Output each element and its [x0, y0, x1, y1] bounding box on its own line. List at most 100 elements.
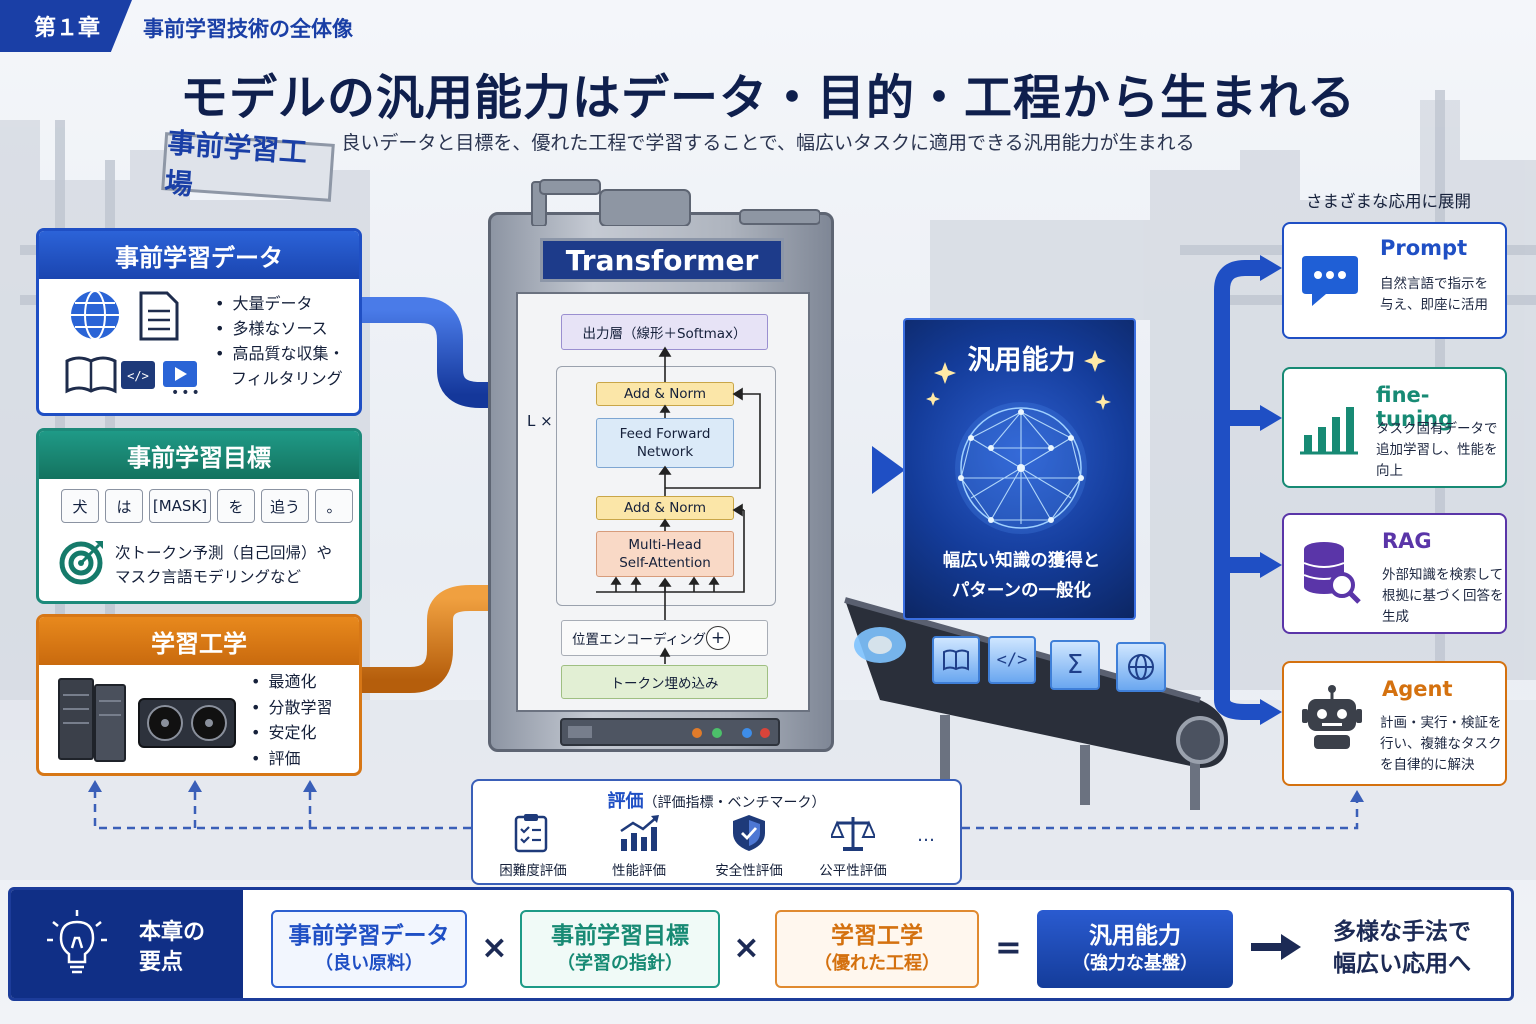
panel-engineering-title: 学習工学 — [39, 617, 359, 665]
status-light-orange — [692, 728, 702, 738]
token: は — [105, 489, 143, 523]
app-desc-line: を自律的に解決 — [1380, 757, 1475, 773]
app-desc-line: 行い、複雑なタスク — [1380, 736, 1502, 752]
evaluation-more: … — [917, 825, 935, 846]
panel-pretraining-objective: 事前学習目標 犬 は [MASK] を 追う 。 次トークン予測（自己回帰）や … — [36, 428, 362, 604]
page-title: モデルの汎用能力はデータ・目的・工程から生まれる — [179, 70, 1356, 126]
machine-control-panel — [560, 718, 780, 746]
token: を — [217, 489, 255, 523]
status-light-blue — [742, 728, 752, 738]
summary-box-capability: 汎用能力 （強力な基盤） — [1037, 910, 1233, 988]
engineering-bullet: 分散学習 — [251, 695, 332, 721]
equals-operator: = — [995, 928, 1022, 966]
self-attention-block: Multi-Head Self-Attention — [596, 531, 734, 577]
eval-label: 公平性評価 — [819, 863, 887, 879]
app-title-prompt: Prompt — [1380, 236, 1468, 260]
engineering-bullet: 評価 — [251, 746, 332, 772]
chapter-summary-bar: 本章の 要点 事前学習データ （良い原料） × 事前学習目標 （学習の指針） ×… — [8, 887, 1514, 1001]
engineering-bullet: 安定化 — [251, 720, 332, 746]
evaluation-title-note: （評価指標・ベンチマーク） — [643, 795, 826, 811]
output-pipe-arrow — [872, 446, 905, 494]
eval-arrow-3 — [303, 780, 317, 792]
data-bullet: 高品質な収集・ — [215, 341, 344, 366]
summary-box-line: 事前学習データ — [288, 923, 450, 949]
panel-pretraining-data: 事前学習データ </> ••• 大量データ 多様なソー — [36, 228, 362, 416]
plus-icon: + — [706, 626, 730, 650]
app-desc-line: 根拠に基づく回答を — [1382, 588, 1504, 604]
app-desc-line: 計画・実行・検証を — [1380, 715, 1502, 731]
ffn-line: Feed Forward — [619, 426, 711, 442]
add-norm-top-block: Add & Norm — [596, 382, 734, 406]
eval-label: 困難度評価 — [499, 863, 567, 879]
summary-label: 本章の 要点 — [139, 918, 205, 978]
evaluation-title: 評価 — [607, 791, 644, 812]
summary-box-data: 事前学習データ （良い原料） — [271, 910, 467, 988]
evaluation-box: 評価（評価指標・ベンチマーク） … 困難度評価 性能評価 安全性評価 公平性評価 — [471, 779, 962, 885]
output-layer-block: 出力層（線形＋Softmax） — [561, 314, 768, 350]
vent-icon — [568, 726, 592, 738]
generalization-caption: 幅広い知識の獲得と パターンの一般化 — [905, 546, 1138, 606]
scale-icon — [831, 817, 875, 851]
objective-desc-line: マスク言語モデリングなど — [115, 568, 302, 586]
evaluation-heading: 評価（評価指標・ベンチマーク） — [473, 787, 960, 813]
objective-desc-line: 次トークン予測（自己回帰）や — [115, 544, 333, 562]
generalization-line: 幅広い知識の獲得と — [942, 551, 1101, 571]
eval-arrow-2 — [188, 780, 202, 792]
data-bullets: 大量データ 多様なソース 高品質な収集・ フィルタリング — [215, 291, 344, 391]
app-desc-fine-tuning: タスク固有データで 追加学習し、性能を 向上 — [1376, 419, 1498, 482]
data-pipe — [360, 297, 500, 408]
objective-description: 次トークン予測（自己回帰）や マスク言語モデリングなど — [115, 541, 332, 589]
panel-training-engineering: 学習工学 最適化 分散学習 安定化 評価 — [36, 614, 362, 776]
chat-icon — [1302, 256, 1358, 306]
cube-book-icon — [932, 636, 980, 684]
engineering-pipe — [360, 585, 500, 693]
status-light-green — [712, 728, 722, 738]
attn-line: Multi-Head — [628, 537, 702, 553]
eval-feedback-left — [93, 790, 471, 830]
shield-icon — [733, 815, 765, 851]
book-icon — [65, 356, 117, 394]
app-card-fine-tuning: fine-tuning タスク固有データで 追加学習し、性能を 向上 — [1282, 367, 1507, 488]
eval-label: 安全性評価 — [715, 863, 783, 879]
lightbulb-icon — [47, 910, 107, 974]
summary-box-engineering: 学習工学 （優れた工程） — [775, 910, 979, 988]
eval-label: 性能評価 — [612, 863, 666, 879]
attn-line: Self-Attention — [619, 555, 711, 571]
add-norm-bottom-block: Add & Norm — [596, 496, 734, 520]
times-operator: × — [481, 928, 508, 966]
app-arrow-finetune — [1260, 405, 1282, 431]
summary-box-line: （強力な基盤） — [1072, 953, 1198, 974]
bar-chart-icon — [1300, 407, 1358, 455]
hardware-icons — [58, 678, 236, 762]
repeat-block-frame — [556, 366, 776, 606]
app-desc-prompt: 自然言語で指示を 与え、即座に活用 — [1380, 274, 1488, 316]
app-arrow-rag — [1260, 552, 1282, 578]
conveyor-glow — [854, 627, 906, 663]
gpu-icon — [138, 698, 236, 748]
status-light-red — [760, 728, 770, 738]
app-card-prompt: Prompt 自然言語で指示を 与え、即座に活用 — [1282, 222, 1507, 339]
target-icon — [59, 541, 103, 585]
token: 追う — [261, 489, 309, 523]
globe-icon — [71, 290, 119, 340]
summary-label-line: 要点 — [139, 950, 184, 975]
app-desc-agent: 計画・実行・検証を 行い、複雑なタスク を自律的に解決 — [1380, 713, 1502, 776]
eval-feedback-right — [962, 800, 1359, 830]
checklist-icon — [514, 814, 548, 853]
database-search-icon — [1303, 542, 1361, 604]
summary-box-line: 汎用能力 — [1089, 923, 1181, 949]
app-desc-line: 与え、即座に活用 — [1380, 297, 1488, 313]
summary-box-line: 事前学習目標 — [551, 923, 689, 949]
app-arrow-agent — [1260, 699, 1282, 725]
generalization-title: 汎用能力 — [967, 345, 1076, 376]
app-title-agent: Agent — [1382, 677, 1453, 701]
engineering-bullet: 最適化 — [251, 669, 332, 695]
app-card-rag: RAG 外部知識を検索して 根拠に基づく回答を 生成 — [1282, 513, 1507, 634]
page-subtitle: 良いデータと目標を、優れた工程で学習することで、幅広いタスクに適用できる汎用能力… — [341, 132, 1195, 154]
token-mask: [MASK] — [149, 489, 211, 523]
transformer-top-pipes — [531, 179, 820, 226]
summary-box-line: （優れた工程） — [814, 953, 940, 974]
cube-globe-icon — [1116, 642, 1166, 692]
app-desc-line: 外部知識を検索して — [1382, 567, 1504, 583]
document-icon — [139, 291, 179, 341]
